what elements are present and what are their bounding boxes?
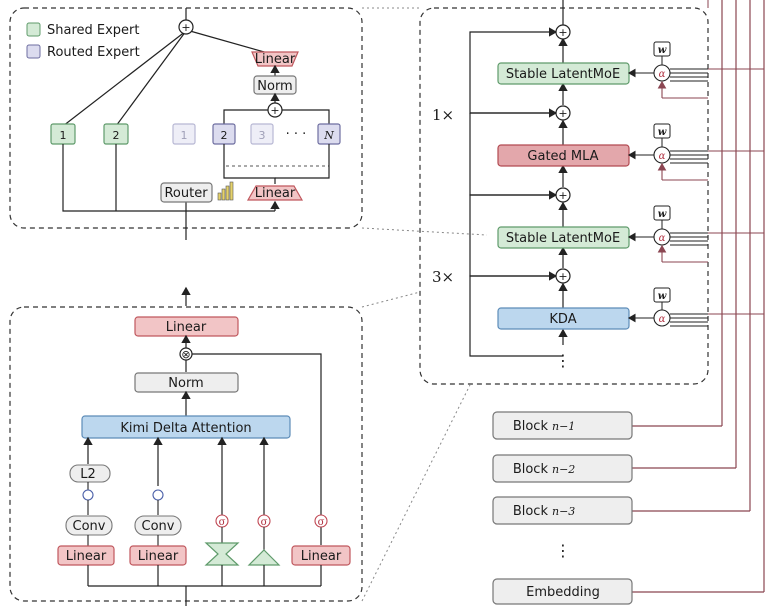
residual-sum-2 bbox=[555, 105, 571, 121]
block-n-minus-2-index: n−2 bbox=[552, 463, 575, 476]
weight-w-3: w bbox=[658, 209, 667, 220]
routed-expert-3-label: 3 bbox=[259, 129, 266, 142]
prior-blocks: Block n−1 Block n−2 Block n−3 ⋮ Embeddin… bbox=[492, 411, 633, 605]
repeat-3x: 3× bbox=[432, 268, 454, 286]
routed-expert-2-label: 2 bbox=[221, 129, 228, 142]
sigmoid-label-3: σ bbox=[318, 517, 325, 528]
alpha-4: α bbox=[659, 314, 666, 325]
routed-expert-swatch bbox=[26, 44, 41, 59]
layer-stable-latentmoe-2-label: Stable LatentMoE bbox=[506, 231, 620, 246]
residual-sum-4-symbol: + bbox=[558, 270, 567, 283]
alpha-mixer-1: w α bbox=[627, 41, 708, 98]
alpha-mixer-3: w α bbox=[627, 205, 708, 262]
routed-expert-3 bbox=[250, 123, 274, 145]
swish-icon-2 bbox=[152, 489, 164, 501]
weight-w-2: w bbox=[658, 127, 667, 138]
block-n-minus-2 bbox=[492, 454, 633, 483]
moe-linear-out bbox=[251, 51, 299, 67]
kda-linear-2-label: Linear bbox=[138, 549, 179, 564]
legend-routed-expert: Routed Expert bbox=[47, 45, 140, 60]
projection-triangle-icon bbox=[247, 549, 281, 566]
block-n-minus-1-label: Block bbox=[513, 419, 549, 434]
residual-sum-1 bbox=[555, 24, 571, 40]
conv-2-label: Conv bbox=[142, 519, 175, 534]
layer-gated-mla-label: Gated MLA bbox=[527, 149, 598, 164]
alpha-3: α bbox=[659, 233, 666, 244]
conv-1 bbox=[65, 515, 113, 536]
residual-sum-1-symbol: + bbox=[558, 26, 567, 39]
kda-norm-label: Norm bbox=[168, 376, 203, 391]
residual-sum-3 bbox=[555, 187, 571, 203]
block-history-lines bbox=[632, 0, 765, 593]
moe-sum-symbol: + bbox=[181, 21, 190, 34]
kda-linear-1 bbox=[57, 545, 115, 566]
l2-norm bbox=[69, 464, 111, 483]
block-n-minus-3 bbox=[492, 496, 633, 525]
router-scores-icon bbox=[217, 181, 234, 201]
kda-panel: Linear ⊗ Norm Kimi Delta Attention L2 Co… bbox=[9, 306, 363, 606]
stack-panel: 1× 3× + + + + Stable LatentMoE Gated MLA bbox=[419, 0, 709, 385]
routed-sum-symbol: + bbox=[270, 104, 279, 117]
block-n-minus-1 bbox=[492, 411, 633, 440]
kda-linear-out-label: Linear bbox=[166, 320, 207, 335]
conv-1-label: Conv bbox=[73, 519, 106, 534]
block-n-minus-2-label: Block bbox=[513, 462, 549, 477]
block-n-minus-3-label: Block bbox=[513, 504, 549, 519]
legend-shared-expert: Shared Expert bbox=[47, 23, 140, 38]
blocks-vdots: ⋮ bbox=[555, 541, 571, 560]
routed-expert-1-label: 1 bbox=[181, 129, 188, 142]
stack-vdots: ⋮ bbox=[555, 351, 571, 370]
shared-expert-1-label: 1 bbox=[60, 129, 67, 142]
alpha-2: α bbox=[659, 151, 666, 162]
alpha-mixer-4: w α bbox=[627, 287, 708, 327]
repeat-1x: 1× bbox=[432, 106, 454, 124]
router-box bbox=[160, 182, 213, 203]
layer-stable-latentmoe-1-label: Stable LatentMoE bbox=[506, 67, 620, 82]
block-n-minus-3-index: n−3 bbox=[552, 505, 575, 518]
alpha-mixer-2: w α bbox=[627, 123, 708, 180]
moe-linear-in-label: Linear bbox=[255, 186, 296, 201]
embedding-label: Embedding bbox=[526, 585, 600, 600]
sigmoid-label-1: σ bbox=[219, 517, 226, 528]
alpha-1: α bbox=[659, 69, 666, 80]
kda-linear-3-label: Linear bbox=[301, 549, 342, 564]
moe-linear-in bbox=[246, 185, 304, 201]
embedding-block bbox=[492, 578, 633, 605]
shared-expert-2-label: 2 bbox=[113, 129, 120, 142]
block-n-minus-1-index: n−1 bbox=[552, 420, 575, 433]
routed-experts-ellipsis: · · · bbox=[286, 127, 307, 142]
gate-multiply-symbol: ⊗ bbox=[181, 348, 190, 361]
moe-norm-label: Norm bbox=[257, 79, 292, 94]
sigmoid-label-2: σ bbox=[261, 517, 268, 528]
kimi-delta-attention-label: Kimi Delta Attention bbox=[120, 421, 251, 436]
weight-w-1: w bbox=[658, 45, 667, 56]
sigmoid-node-3 bbox=[314, 514, 328, 528]
router-label: Router bbox=[164, 186, 208, 201]
weight-w-4: w bbox=[658, 291, 667, 302]
routed-expert-1 bbox=[172, 123, 196, 145]
l2-norm-label: L2 bbox=[80, 467, 96, 482]
residual-sum-3-symbol: + bbox=[558, 189, 567, 202]
low-rank-projection-icon bbox=[204, 542, 240, 566]
layer-kda-label: KDA bbox=[549, 312, 576, 327]
kimi-delta-attention bbox=[81, 415, 291, 439]
moe-linear-out-label: Linear bbox=[255, 52, 296, 67]
residual-sum-2-symbol: + bbox=[558, 107, 567, 120]
moe-panel: Shared Expert Routed Expert + Linear Nor… bbox=[9, 7, 363, 240]
moe-sum-node bbox=[178, 19, 194, 35]
routed-expert-n-label: N bbox=[323, 129, 334, 142]
residual-sum-4 bbox=[555, 268, 571, 284]
kda-linear-1-label: Linear bbox=[66, 549, 107, 564]
shared-expert-swatch bbox=[26, 22, 41, 37]
swish-icon-1 bbox=[82, 489, 94, 501]
